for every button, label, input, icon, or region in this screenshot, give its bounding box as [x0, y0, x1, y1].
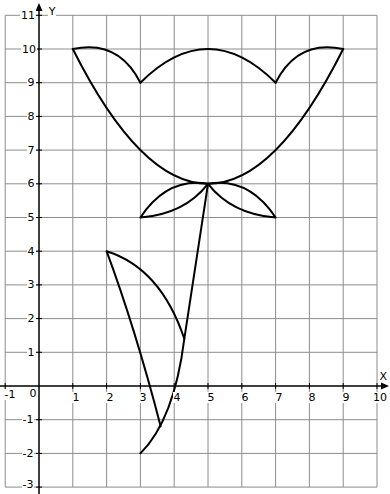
x-tick-label: 6	[241, 392, 250, 403]
y-tick-label: 11	[20, 10, 36, 21]
y-tick-label: -3	[22, 479, 35, 490]
tulip-figure	[73, 47, 343, 453]
axis-ticks	[5, 15, 377, 487]
y-tick-label: 6	[27, 178, 36, 189]
y-tick-label: 4	[27, 246, 36, 257]
origin-label: 0	[29, 388, 38, 399]
tulip-top-middle	[140, 49, 275, 83]
x-tick-label: 4	[173, 392, 182, 403]
y-tick-label: 3	[27, 279, 36, 290]
x-tick-label: 8	[308, 392, 317, 403]
x-tick-label: 5	[207, 392, 216, 403]
stem-leaf	[107, 251, 185, 426]
y-tick-label: 5	[27, 212, 36, 223]
y-tick-label: 7	[27, 145, 36, 156]
left-sepal	[140, 183, 208, 218]
right-sepal	[208, 183, 276, 218]
x-tick-label: 3	[139, 392, 148, 403]
y-tick-label: -2	[22, 448, 35, 459]
y-tick-label: 9	[27, 77, 36, 88]
tulip-cup	[73, 49, 343, 184]
y-tick-label: 10	[21, 44, 37, 55]
x-tick-label: 10	[372, 392, 388, 403]
tulip-top-right	[276, 47, 344, 83]
axis-label: Y	[48, 6, 57, 17]
x-tick-label: 2	[106, 392, 115, 403]
x-tick-label: 9	[342, 392, 351, 403]
y-tick-label: 2	[27, 313, 36, 324]
tulip-top-left	[73, 47, 141, 83]
x-tick-label: 1	[72, 392, 81, 403]
stem	[140, 184, 208, 454]
y-tick-label: -1	[22, 414, 35, 425]
y-tick-label: 1	[27, 347, 36, 358]
x-tick-label: -1	[4, 389, 17, 400]
axis-arrowheads	[36, 3, 390, 390]
axes	[0, 8, 384, 494]
x-tick-label: 7	[275, 392, 284, 403]
axis-label: X	[378, 371, 388, 382]
y-tick-label: 8	[27, 111, 36, 122]
grid-lines	[5, 15, 377, 487]
